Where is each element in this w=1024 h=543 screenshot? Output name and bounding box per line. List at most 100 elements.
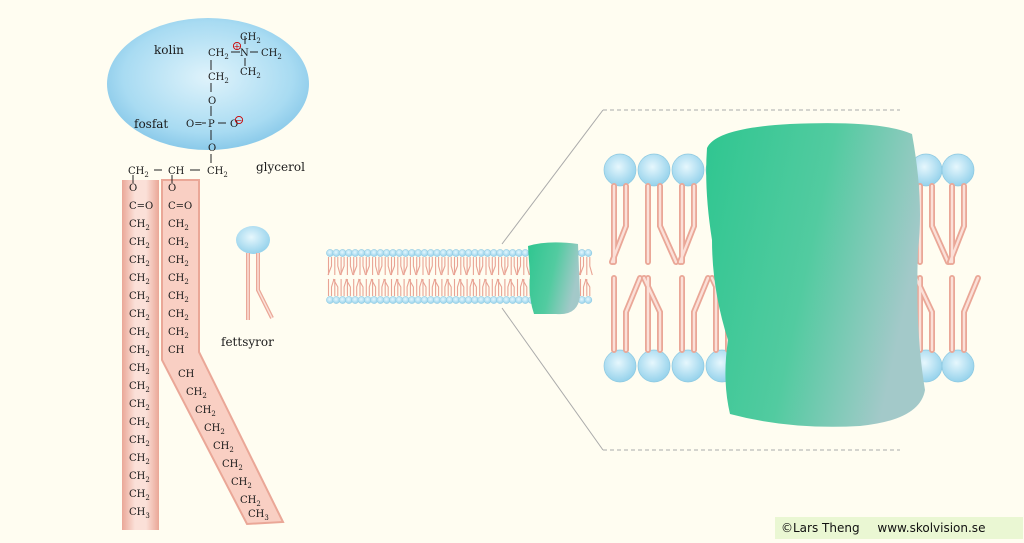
- lipid-head-bottom: [941, 349, 975, 383]
- membrane-overview: [326, 249, 593, 304]
- chain1-ch2: CH2: [129, 345, 150, 358]
- ester-oxygen-2: O: [208, 143, 216, 154]
- lipid-tail: [352, 257, 360, 296]
- unsaturated-tail: [161, 179, 285, 526]
- lipid-tail: [521, 257, 530, 296]
- chain2-carbonyl: C=O: [168, 201, 192, 212]
- phosphoryl-oxygen: O=: [186, 119, 203, 130]
- lipid-tail: [340, 257, 348, 296]
- chain2-ch2: CH2: [168, 255, 189, 268]
- positive-charge: +: [232, 41, 242, 51]
- credit-bar: ©Lars Theng www.skolvision.se: [775, 517, 1023, 539]
- chain2-ch2: CH2: [168, 219, 189, 232]
- polar-head: [107, 18, 309, 150]
- nitrogen-atom: N: [240, 48, 249, 59]
- lipid-tail: [421, 257, 430, 296]
- chain1-ch2: CH2: [129, 417, 150, 430]
- credit-site[interactable]: www.skolvision.se: [877, 521, 986, 535]
- chain2-ch2-kinked: CH2: [213, 441, 234, 454]
- phosphorus-atom: P: [208, 119, 215, 130]
- lipid-tail: [433, 257, 442, 296]
- chain1-ch2: CH2: [129, 381, 150, 394]
- lipid-head-top: [941, 153, 975, 187]
- head-bonds: [154, 36, 258, 171]
- lipid-head-bottom: [637, 349, 671, 383]
- lipid-tail: [584, 257, 593, 296]
- lipid-tail: [327, 257, 335, 296]
- chain2-ch2: CH2: [168, 273, 189, 286]
- chain1-oxygen: O: [129, 183, 137, 194]
- chain2-ch-a: CH: [168, 345, 185, 356]
- chain2-ch2: CH2: [168, 291, 189, 304]
- lipid-tail: [491, 257, 499, 296]
- lipid-head-top: [671, 153, 705, 187]
- glycerol-ch2-a: CH2: [128, 166, 149, 179]
- chain1-ch2: CH2: [129, 237, 150, 250]
- negative-charge: −: [234, 115, 244, 125]
- chain2-ch2: CH2: [168, 309, 189, 322]
- methyl-group-right: CH2: [261, 48, 282, 61]
- lipid-head-bottom: [671, 349, 705, 383]
- glycerol-ch: CH: [168, 166, 185, 177]
- symbol-head: [236, 226, 270, 254]
- chain2-ch2-kinked: CH2: [204, 423, 225, 436]
- chain1-ch2: CH2: [129, 453, 150, 466]
- lipid-tail: [390, 257, 398, 296]
- ester-oxygen-1: O: [208, 96, 216, 107]
- lipid-tail: [440, 257, 448, 296]
- chain2-ch2-kinked: CH2: [240, 495, 261, 508]
- svg-text:+: +: [234, 42, 241, 51]
- svg-text:−: −: [236, 116, 243, 125]
- chain2-ch-b: CH: [178, 369, 195, 380]
- methyl-group-bottom: CH2: [240, 67, 261, 80]
- lipid-head-top: [603, 153, 637, 187]
- lipid-tail: [484, 257, 493, 296]
- lipid-tail: [345, 257, 354, 296]
- label-fosfat: fosfat: [134, 117, 168, 131]
- lipid-tail: [579, 257, 587, 296]
- saturated-tail: [122, 180, 159, 530]
- chain1-ch2: CH2: [129, 255, 150, 268]
- chain1-ch2: CH2: [129, 273, 150, 286]
- lipid-tail: [408, 257, 417, 296]
- lipid-tail: [395, 257, 404, 296]
- lipid-tail: [377, 257, 385, 296]
- chain2-ch2-kinked: CH2: [231, 477, 252, 490]
- chain2-ch2-kinked: CH2: [195, 405, 216, 418]
- lipid-tail: [503, 257, 511, 296]
- chain1-ch2: CH2: [129, 309, 150, 322]
- choline-ch2-a: CH2: [208, 48, 229, 61]
- chain2-ch2: CH2: [168, 327, 189, 340]
- phosphate-oxygen: O: [230, 119, 238, 130]
- chain1-ch2: CH2: [129, 363, 150, 376]
- lipid-tail: [370, 257, 379, 296]
- transmembrane-protein: [706, 123, 925, 427]
- choline-ch2-b: CH2: [208, 72, 229, 85]
- lipid-head-top: [584, 249, 593, 257]
- lipid-tail: [358, 257, 367, 296]
- lipid-head-bottom: [603, 349, 637, 383]
- lipid-tail: [478, 257, 486, 296]
- chain1-ch2: CH2: [129, 435, 150, 448]
- label-fettsyror: fettsyror: [221, 335, 274, 349]
- lipid-tail: [516, 257, 524, 296]
- chain1-carbonyl: C=O: [129, 201, 153, 212]
- chain2-ch2-kinked: CH2: [222, 459, 243, 472]
- lipid-head-top: [637, 153, 671, 187]
- lipid-tail: [466, 257, 474, 296]
- lipid-tail: [458, 257, 467, 296]
- glycerol-ch2-b: CH2: [207, 166, 228, 179]
- credit-author: ©Lars Theng: [781, 521, 860, 535]
- lipid-tail: [496, 257, 505, 296]
- chain1-ch2: CH2: [129, 291, 150, 304]
- chain1-ch2: CH2: [129, 471, 150, 484]
- lipid-tail: [446, 257, 455, 296]
- zoom-lines: [501, 109, 900, 451]
- chain1-ch3: CH3: [129, 507, 150, 520]
- lipid-head-bottom: [584, 296, 593, 304]
- lipid-tail: [383, 257, 392, 296]
